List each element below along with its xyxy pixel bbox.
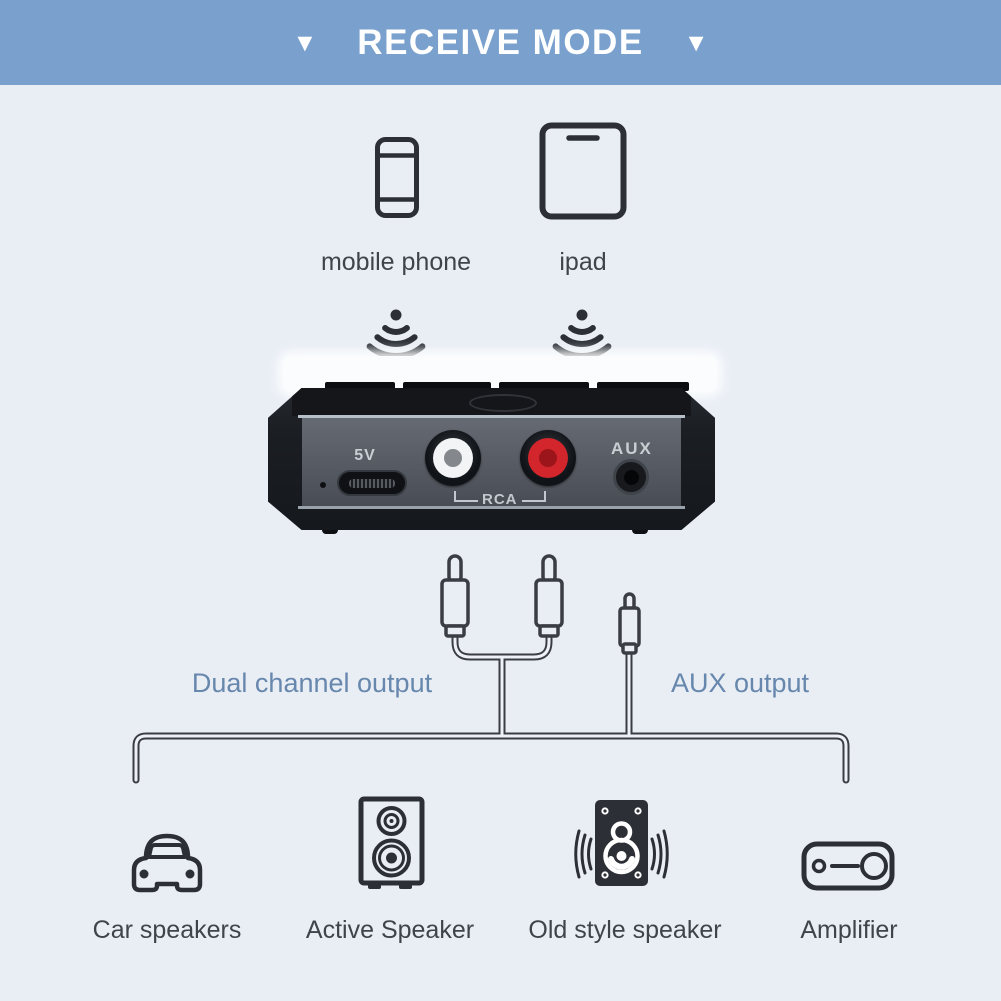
banner-title: RECEIVE MODE xyxy=(357,22,644,62)
usb-c-pins xyxy=(349,478,395,488)
aux-jack-hole xyxy=(623,469,639,485)
silver-trim xyxy=(298,415,685,418)
rca-jack-red xyxy=(520,430,576,486)
source-label-mobile-phone: mobile phone xyxy=(320,248,472,276)
destination-label-old-style-speaker: Old style speaker xyxy=(528,916,722,944)
rca-white-hole xyxy=(444,449,462,467)
rca-red-hole xyxy=(539,449,557,467)
car-icon xyxy=(131,833,203,893)
status-led xyxy=(320,482,326,488)
bluetooth-receiver-device: 5V RCA AUX xyxy=(268,388,715,530)
power-port-label: 5V xyxy=(354,447,376,464)
device-top-button xyxy=(499,382,589,391)
receive-mode-banner: ▼ RECEIVE MODE ▼ xyxy=(0,0,1001,85)
bus-line xyxy=(132,732,850,784)
source-label-ipad: ipad xyxy=(559,248,607,276)
rca-label-text: RCA xyxy=(482,491,518,508)
tablet-icon xyxy=(539,122,627,220)
amplifier-icon xyxy=(801,841,895,891)
device-top-button xyxy=(403,382,491,391)
dual-channel-output-label: Dual channel output xyxy=(191,668,433,698)
down-triangle-icon: ▼ xyxy=(292,29,318,57)
rca-plug-left xyxy=(440,554,470,638)
aux-output-label: AUX output xyxy=(670,668,810,698)
usb-c-port xyxy=(337,470,407,496)
device-top-button xyxy=(597,382,689,391)
wireless-signal-icon xyxy=(552,309,612,359)
bracket-left xyxy=(454,491,478,502)
wireless-signal-icon xyxy=(366,309,426,359)
bracket-right xyxy=(521,491,546,502)
destination-label-active-speaker: Active Speaker xyxy=(305,916,475,944)
smartphone-icon xyxy=(375,137,419,218)
device-logo xyxy=(469,394,537,412)
device-top-button xyxy=(325,382,395,391)
down-triangle-icon: ▼ xyxy=(683,29,709,57)
aux-plug xyxy=(618,592,641,655)
aux-jack xyxy=(613,459,649,495)
bookshelf-speaker-icon xyxy=(358,796,425,889)
rca-group-label: RCA xyxy=(454,489,554,508)
silver-trim xyxy=(298,506,685,509)
rca-red-ring xyxy=(528,438,568,478)
destination-label-car-speakers: Car speakers xyxy=(92,916,242,944)
device-foot xyxy=(632,526,648,534)
aux-port-label: AUX xyxy=(611,439,653,458)
rca-plug-right xyxy=(534,554,564,638)
rca-white-ring xyxy=(433,438,473,478)
rca-jack-white xyxy=(425,430,481,486)
device-front-panel: 5V RCA AUX xyxy=(302,418,681,508)
cables-and-connection-lines xyxy=(132,554,850,784)
vibrating-speaker-icon xyxy=(574,800,669,886)
device-foot xyxy=(322,526,338,534)
destination-label-amplifier: Amplifier xyxy=(800,916,898,944)
